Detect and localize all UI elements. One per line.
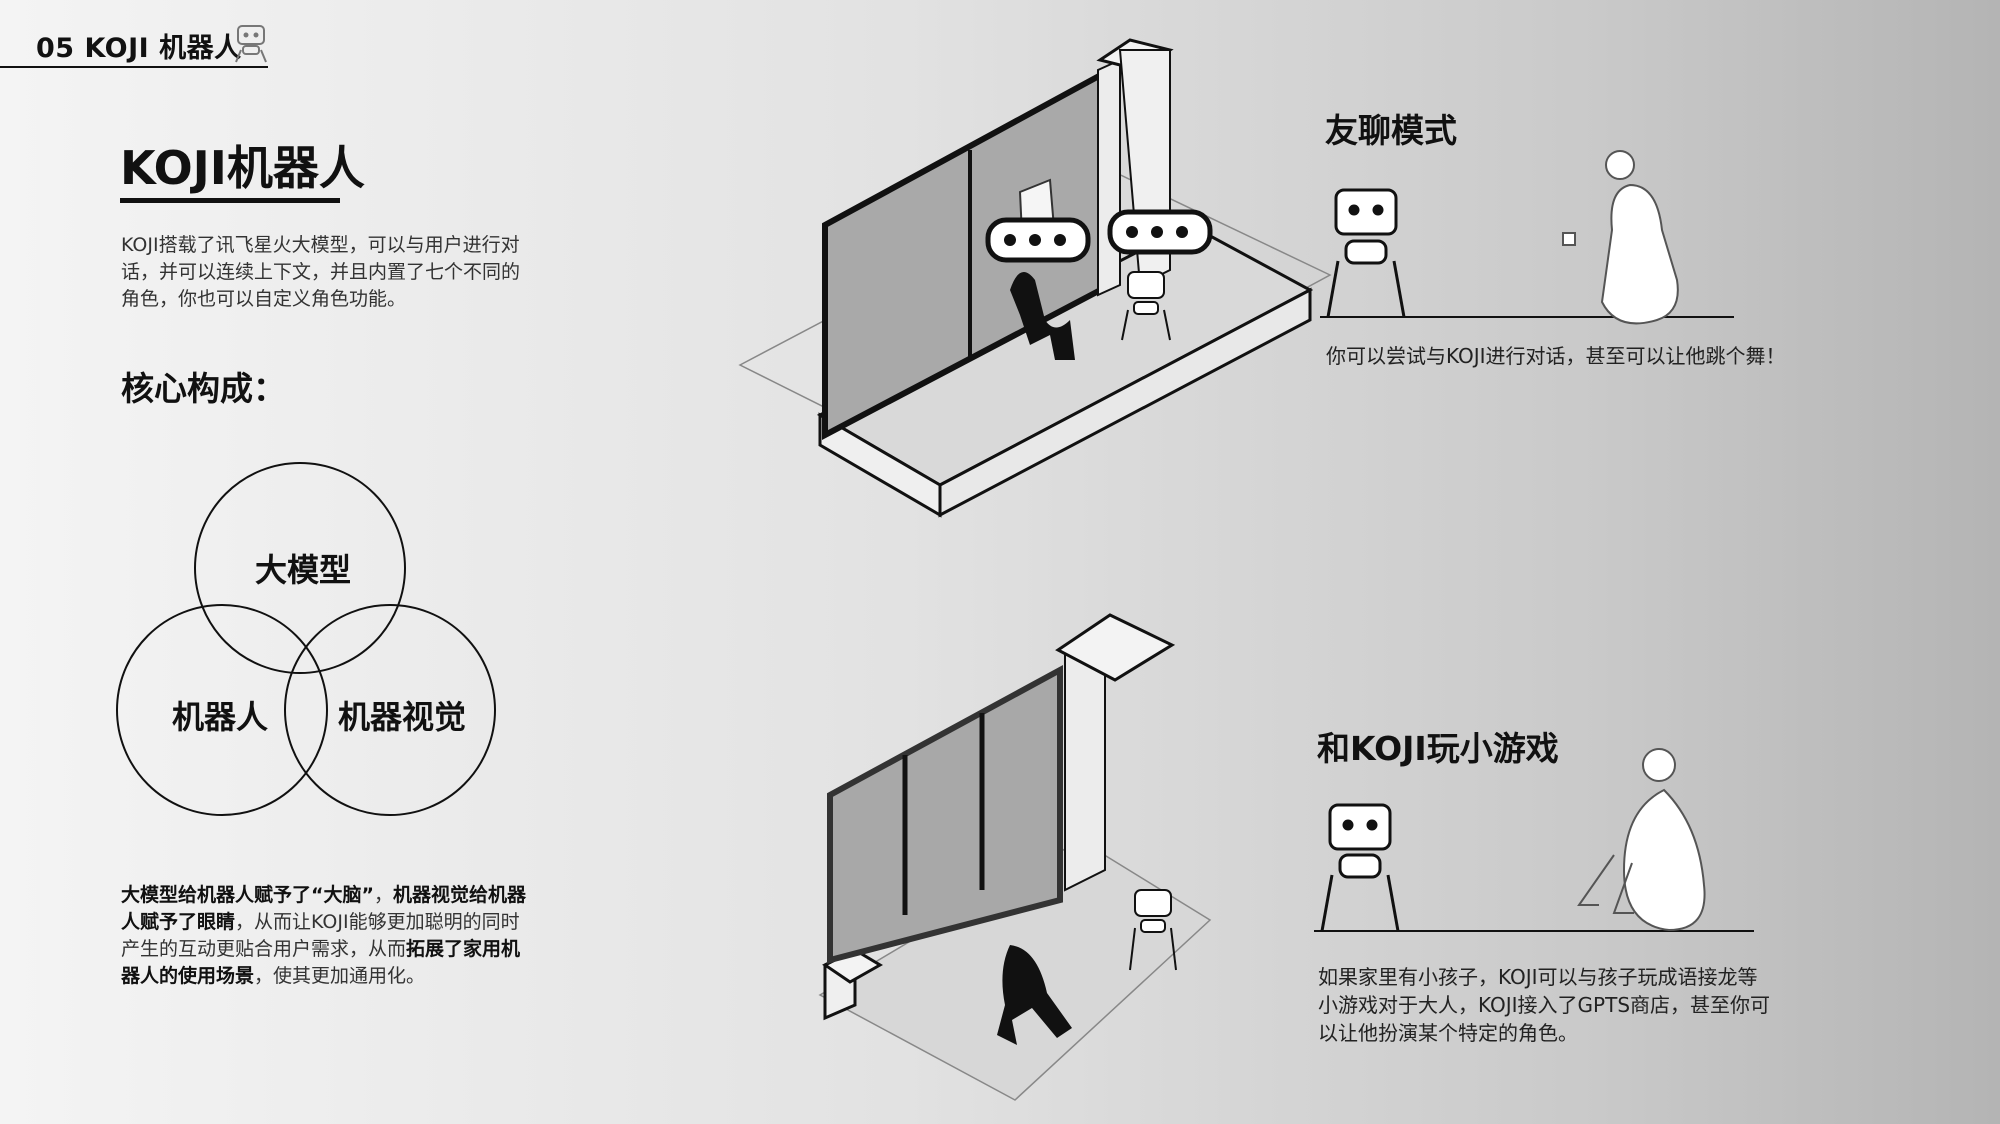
- intro-text: KOJI搭载了讯飞星火大模型，可以与用户进行对话，并可以连续上下文，并且内置了七…: [121, 234, 521, 310]
- header-divider: [0, 66, 268, 68]
- summary-bold-5: 拓展了家用机器人的使用场景: [121, 938, 521, 987]
- title-underline: [120, 198, 340, 203]
- summary-text-2: ，: [373, 884, 393, 906]
- venn-diagram: 大模型 机器人 机器视觉: [110, 455, 510, 835]
- venn-circle-left: [116, 604, 328, 816]
- venn-label-top: 大模型: [255, 551, 352, 589]
- person-figure-2: [1622, 788, 1706, 932]
- venn-circle-top: [194, 462, 406, 674]
- sitting-person-icon: [1010, 272, 1075, 360]
- mode-1-title: 友聊模式: [1325, 111, 1457, 150]
- mode-1-caption: 你可以尝试与KOJI进行对话，甚至可以让他跳个舞！: [1326, 344, 1786, 368]
- summary-bold-3: 机器视觉给机器人赋予了眼睛: [121, 884, 527, 933]
- summary-text: 大模型给机器人赋予了“大脑”，机器视觉给机器人赋予了眼睛，从而让KOJI能够更加…: [121, 882, 531, 990]
- section-header: 05 KOJI 机器人: [36, 33, 242, 64]
- venn-circle-right: [284, 604, 496, 816]
- mode-2-caption: 如果家里有小孩子，KOJI可以与孩子玩成语接龙等小游戏对于大人，KOJI接入了G…: [1318, 965, 1771, 1045]
- koji-robot-icon-2: [1320, 803, 1400, 932]
- mode-2-title: 和KOJI玩小游戏: [1317, 729, 1559, 768]
- scene-1-illustration: [738, 38, 1332, 518]
- venn-label-left: 机器人: [172, 698, 269, 736]
- koji-robot-small-2: [1129, 889, 1177, 971]
- mode-2-illustration: [1314, 748, 1754, 932]
- summary-text-6: ，使其更加通用化。: [254, 965, 426, 987]
- core-heading: 核心构成：: [121, 369, 286, 408]
- scene-2-illustration: [818, 613, 1212, 1101]
- person-figure-1: [1600, 183, 1679, 325]
- summary-bold-1: 大模型给机器人赋予了“大脑”: [121, 884, 374, 906]
- page-title: KOJI机器人: [120, 141, 365, 195]
- playing-child-icon: [997, 945, 1072, 1045]
- koji-robot-small-1: [1121, 271, 1171, 341]
- robot-icon: [235, 25, 267, 63]
- koji-robot-icon-1: [1326, 188, 1406, 318]
- mode-1-illustration: [1320, 150, 1734, 325]
- summary-text-4: ，从而让KOJI能够更加聪明的同时产生的互动更贴合用户需求，从而: [121, 911, 520, 960]
- venn-label-right: 机器视觉: [338, 698, 467, 736]
